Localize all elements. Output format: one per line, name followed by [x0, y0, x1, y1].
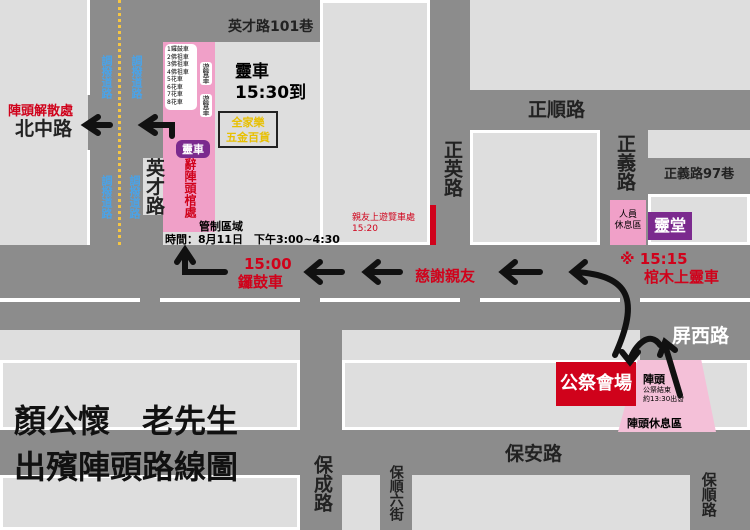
lane-label: 調撥道路 — [100, 55, 113, 99]
coffin-farewell-label: 辭陣頭棺處 — [183, 158, 197, 218]
vehicle: 1鑼鼓車 — [167, 46, 189, 53]
venue: 公祭會場 — [556, 362, 636, 406]
lane-label: 調撥道路 — [128, 175, 141, 219]
road-baoan — [0, 430, 750, 475]
road-baoshun — [690, 475, 750, 530]
road-name: 北中路 — [15, 118, 73, 140]
lane-label: 調撥道路 — [130, 55, 143, 99]
arrow-up-icon — [657, 337, 683, 398]
road-name: 保順路 — [699, 472, 718, 517]
arrow-turn-up-icon — [174, 244, 228, 275]
disband-label: 陣頭解散處 — [8, 104, 74, 119]
road-name: 正順路 — [528, 99, 586, 121]
troupe-note: 公祭結束 — [643, 386, 671, 394]
coffin-time: ※ 15:15 — [620, 250, 688, 268]
troupe-note: 約13:30出發 — [643, 395, 685, 403]
arrow-left-icon — [361, 259, 403, 285]
arrow-curve-icon — [568, 259, 631, 358]
road-name: 保順六街 — [387, 465, 404, 521]
hearse-badge: 靈車 — [176, 140, 210, 158]
hearse-time: 15:30到 — [235, 83, 307, 103]
store-name: 全家樂 — [231, 116, 265, 129]
arrow-left-icon — [498, 259, 543, 285]
road-name: 英才路101巷 — [228, 19, 314, 35]
block — [0, 475, 300, 530]
control-label: 管制區域 — [199, 220, 243, 233]
store-name: 五金百貨 — [226, 131, 270, 144]
arrow-curve-icon — [619, 335, 663, 367]
title-line: 出殯陣頭路線圖 — [14, 448, 239, 486]
coffin-load: 棺木上靈車 — [644, 268, 720, 286]
troupe: 陣頭 — [643, 373, 665, 386]
control-time: 時間：8月11日 下午3:00~4:30 — [165, 233, 340, 246]
road-zhengyi-97 — [648, 158, 750, 194]
bus-label: 遊覽車 — [200, 62, 212, 85]
tour-bus-marker — [430, 205, 436, 245]
road-name: 保安路 — [505, 443, 563, 465]
road-zhengying — [430, 0, 470, 250]
vehicle: 4佛祖車 — [167, 68, 189, 76]
vehicle: 7花車 — [167, 91, 183, 98]
troupe-label: 陣頭公祭結束約13:30出發 — [643, 373, 684, 404]
road-centerline — [0, 298, 750, 302]
block — [320, 0, 430, 245]
lane-divider — [118, 0, 121, 245]
road-baoshun6 — [380, 475, 412, 530]
bus-label: 遊覽車 — [200, 94, 212, 117]
road-baocheng — [300, 330, 342, 530]
drum-car: 鑼鼓車 — [238, 273, 284, 291]
road-name: 英才路 — [142, 158, 165, 215]
block — [0, 150, 90, 245]
road-name: 正英路 — [440, 140, 463, 197]
lane-label: 調撥道路 — [100, 175, 113, 219]
vehicle: 3佛祖車 — [167, 61, 189, 68]
block — [470, 130, 600, 245]
staff-rest-area: 人員休息區 — [610, 200, 646, 245]
troupe-rest-label: 陣頭休息區 — [627, 417, 682, 430]
vehicle: 5花車 — [167, 76, 183, 83]
arrow-left-icon — [303, 259, 345, 285]
thanks-label: 慈謝親友 — [415, 267, 476, 285]
tour-time: 15:20 — [352, 224, 378, 234]
map-title: 顏公懷 老先生 出殯陣頭路線圖 — [14, 398, 238, 490]
arrow-turn-left-icon — [137, 114, 175, 139]
block — [0, 360, 300, 430]
arrow-left-icon — [80, 114, 113, 136]
vehicle: 2佛祖車 — [167, 53, 189, 61]
road-zhengshun — [470, 90, 750, 130]
road-yingcai-101 — [160, 0, 320, 42]
control-zone: 管制區域時間：8月11日 下午3:00~4:30 — [165, 220, 340, 246]
road-name: 屏西路 — [672, 325, 730, 347]
road-name: 正義路97巷 — [664, 167, 735, 182]
drum-time: 15:00 — [244, 255, 292, 273]
vehicle: 6花車 — [167, 83, 183, 91]
staff-label: 休息區 — [614, 221, 642, 231]
tour-label: 親友上遊覽車處 — [352, 213, 416, 223]
staff-label: 人員 — [618, 210, 637, 220]
vehicle: 8花車 — [167, 98, 183, 106]
title-line: 顏公懷 老先生 — [14, 402, 239, 440]
store-sign: 全家樂五金百貨 — [218, 111, 278, 148]
hall-label: 靈堂 — [648, 212, 692, 240]
road-name: 正義路 — [613, 134, 636, 191]
hearse-label: 靈車 — [235, 62, 269, 82]
block — [0, 0, 90, 95]
road-name: 保成路 — [310, 455, 333, 512]
